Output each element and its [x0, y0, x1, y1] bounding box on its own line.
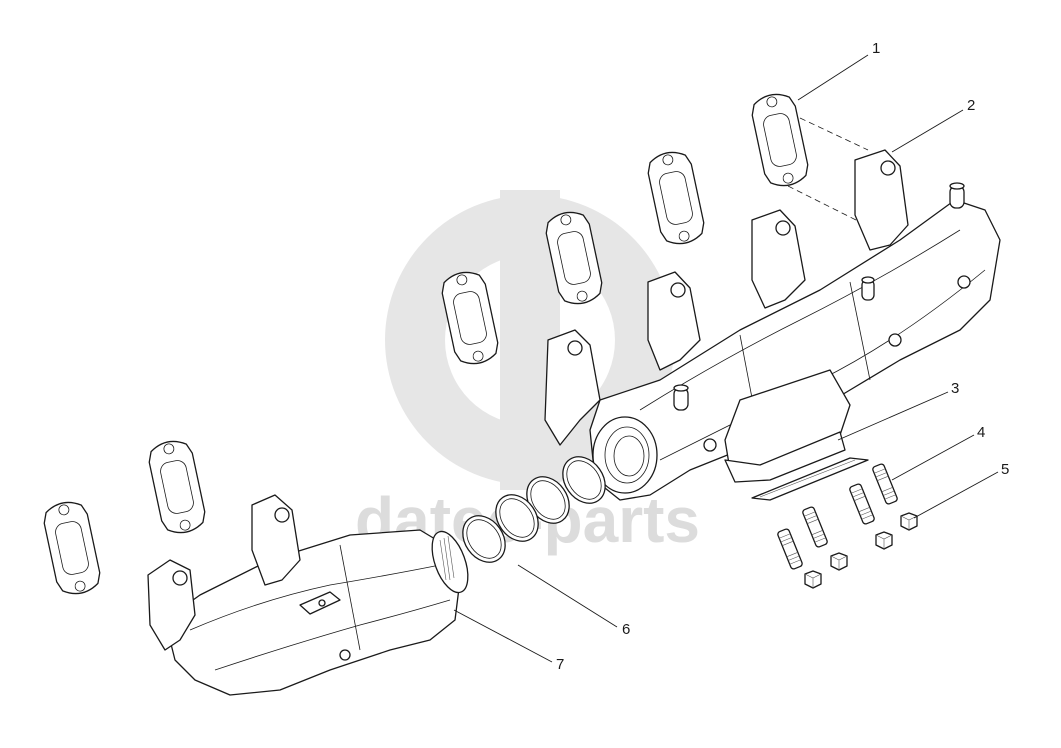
sealing-ring: [526, 476, 570, 524]
rear-exhaust-manifold: [544, 149, 1001, 501]
nut-group: [804, 512, 918, 589]
nut: [900, 512, 918, 531]
gasket-group: [43, 93, 809, 595]
gasket: [148, 440, 206, 534]
callout-6: 6: [622, 621, 630, 638]
sealing-ring-group: [462, 456, 606, 563]
callout-1: 1: [872, 40, 880, 57]
sealing-ring: [462, 515, 506, 563]
sealing-ring: [562, 456, 606, 504]
callout-4: 4: [977, 424, 985, 441]
stud-group: [777, 463, 898, 570]
alignment-line: [799, 117, 869, 151]
gasket: [441, 271, 499, 365]
leader-lines: [453, 54, 999, 663]
stud: [872, 463, 898, 505]
stud: [849, 483, 875, 525]
nut: [875, 531, 893, 550]
gasket: [43, 501, 101, 595]
callout-7: 7: [556, 656, 564, 673]
alignment-line: [787, 185, 861, 223]
gasket: [647, 151, 705, 245]
front-exhaust-manifold: [147, 494, 469, 696]
sealing-ring: [495, 494, 539, 542]
callout-5: 5: [1001, 461, 1009, 478]
gasket: [545, 211, 603, 305]
nut: [804, 570, 822, 589]
outlet-gasket: [751, 457, 869, 501]
nut: [830, 552, 848, 571]
stud: [802, 506, 828, 548]
callout-2: 2: [967, 97, 975, 114]
gasket: [751, 93, 809, 187]
callouts: 1 2 3 4 5 6 7: [556, 40, 1009, 673]
stud: [777, 528, 803, 570]
callout-3: 3: [951, 380, 959, 397]
